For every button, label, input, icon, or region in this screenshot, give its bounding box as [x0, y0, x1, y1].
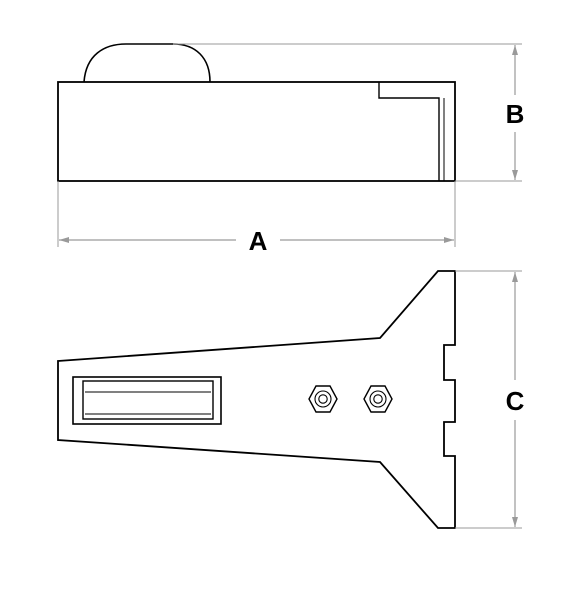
side-view-notch: [378, 82, 440, 181]
side-view-hump: [83, 43, 211, 83]
top-view-slot-outer: [72, 376, 222, 425]
dimension-a-label: A: [249, 226, 268, 256]
side-view: [57, 43, 456, 182]
top-view: [57, 270, 456, 529]
hex-nut-icon: [308, 385, 338, 413]
top-view-outline: [57, 270, 456, 529]
dimension-b: B: [173, 43, 525, 182]
dimension-c: C: [455, 270, 525, 529]
hex-nut-icon: [363, 385, 393, 413]
dimension-a: A: [57, 181, 456, 256]
side-view-body: [57, 81, 456, 182]
top-view-slot-inner: [82, 380, 214, 420]
dimension-c-label: C: [506, 386, 525, 416]
dimension-b-label: B: [506, 99, 525, 129]
